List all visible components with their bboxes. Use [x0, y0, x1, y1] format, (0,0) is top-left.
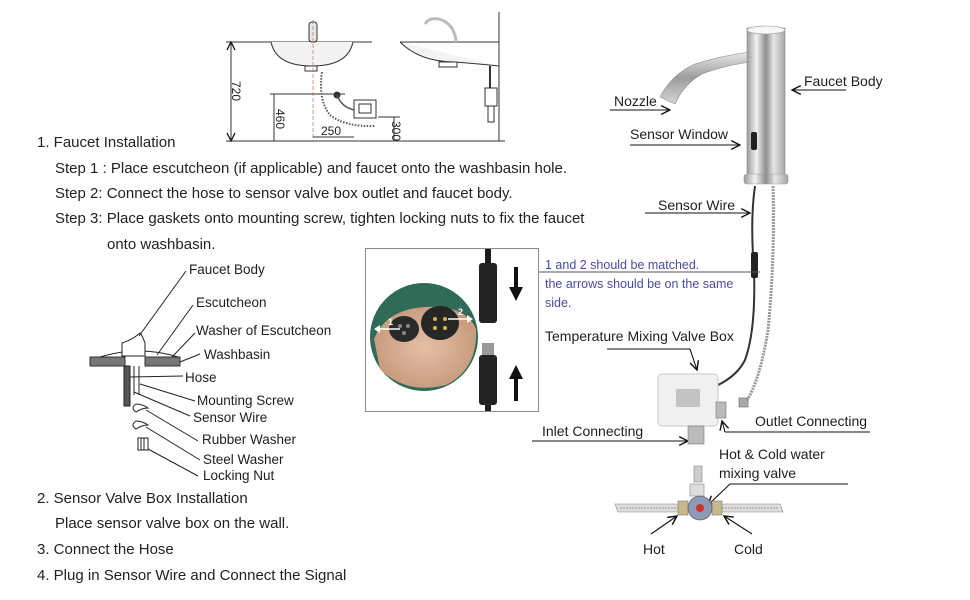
step-3-continued: onto washbasin. [107, 236, 216, 253]
section-3-title: 3. Connect the Hose [37, 541, 174, 558]
connector-note-line-2: the arrows should be on the same [545, 277, 734, 291]
connector-note-line-1: 1 and 2 should be matched. [545, 258, 700, 272]
label-temperature-valve-box: Temperature Mixing Valve Box [545, 328, 734, 344]
connector-marker-2: 2 [458, 307, 464, 317]
faucet-label-arrows [532, 90, 870, 535]
dim-300: 300 [389, 120, 404, 142]
label-faucet-body: Faucet Body [804, 73, 883, 89]
label-inlet-connecting: Inlet Connecting [542, 423, 644, 439]
dimension-drawing-side [399, 12, 500, 141]
section-2-title: 2. Sensor Valve Box Installation [37, 490, 248, 507]
connector-marker-1: 1 [388, 317, 394, 327]
label-steel-washer: Steel Washer [203, 452, 284, 467]
label-faucet-body-exploded: Faucet Body [189, 262, 265, 277]
section-2-step: Place sensor valve box on the wall. [55, 515, 290, 532]
label-hose: Hose [185, 370, 217, 385]
label-nozzle: Nozzle [614, 93, 657, 109]
temperature-valve-box [657, 373, 727, 445]
label-rubber-washer: Rubber Washer [202, 432, 297, 447]
dim-720: 720 [229, 80, 244, 102]
dimension-drawing-front [226, 20, 505, 141]
mixing-valve [614, 465, 784, 521]
connector-note-line-3: side. [545, 296, 572, 310]
label-outlet-connecting: Outlet Connecting [755, 413, 868, 429]
label-locking-nut: Locking Nut [203, 468, 275, 483]
label-sensor-wire-exploded: Sensor Wire [193, 410, 268, 425]
label-washer-escutcheon: Washer of Escutcheon [196, 323, 332, 338]
label-mixing-valve-line-2: mixing valve [719, 465, 797, 481]
label-escutcheon: Escutcheon [196, 295, 267, 310]
step-2: Step 2: Connect the hose to sensor valve… [55, 185, 513, 202]
label-mixing-valve-line-1: Hot & Cold water [719, 446, 825, 462]
label-hot: Hot [643, 541, 665, 557]
exploded-view [89, 270, 201, 477]
label-washbasin: Washbasin [204, 347, 271, 362]
step-1: Step 1 : Place escutcheon (if applicable… [55, 160, 567, 177]
section-4-title: 4. Plug in Sensor Wire and Connect the S… [37, 567, 347, 584]
label-cold: Cold [734, 541, 763, 557]
dim-250: 250 [321, 124, 342, 138]
connector-photo-graphics [370, 249, 523, 411]
faucet-product [659, 25, 789, 408]
label-mounting-screw: Mounting Screw [197, 393, 294, 408]
connector-photo: 1 2 [365, 248, 539, 412]
label-sensor-window: Sensor Window [630, 126, 729, 142]
dim-460: 460 [273, 108, 288, 130]
section-1-title: 1. Faucet Installation [37, 134, 176, 151]
label-sensor-wire: Sensor Wire [658, 197, 736, 213]
step-3: Step 3: Place gaskets onto mounting scre… [55, 210, 585, 227]
